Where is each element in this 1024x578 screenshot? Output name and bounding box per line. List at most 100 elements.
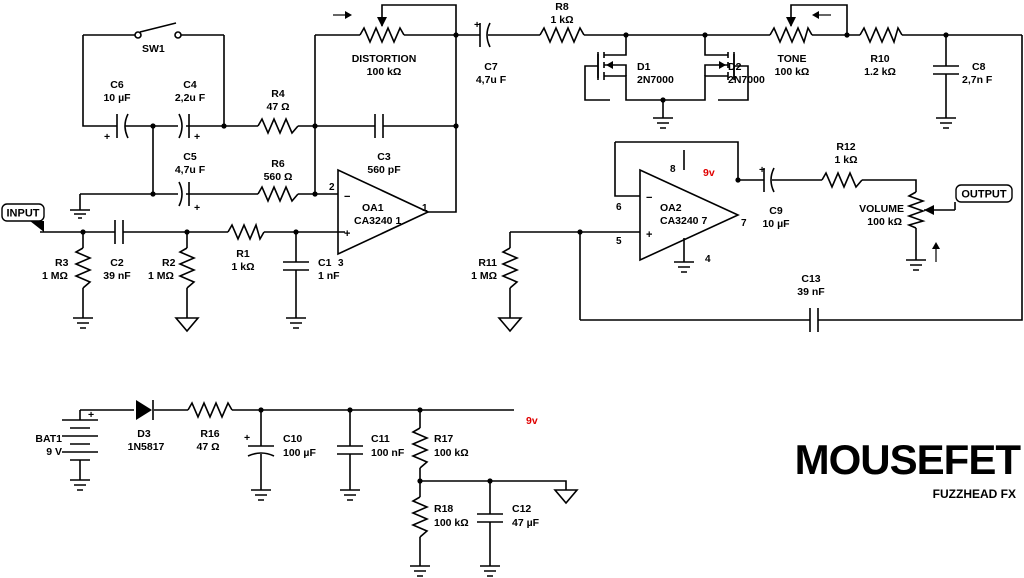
volume-value: 100 kΩ [867,216,902,228]
pot-volume-arrow [924,205,934,215]
plus-mark: + [88,409,94,421]
distortion-ref: DISTORTION [352,53,417,65]
capacitors [114,22,959,523]
resistor-r8 [539,25,585,45]
plus-mark: + [244,432,250,444]
bat1-ref: BAT1 [35,433,62,445]
r1-ref: R1 [236,248,250,260]
c5-ref: C5 [183,151,197,163]
wires [40,4,1023,566]
pot-tone [769,25,813,45]
r2-ref: R2 [162,257,176,269]
input-label: INPUT [7,208,40,220]
resistor-r2 [177,247,197,289]
supply-label-oa2: 9v [703,167,715,179]
c10-value: 100 µF [283,447,316,459]
sw1-label: SW1 [142,43,165,55]
pot-distortion-wiper [377,17,387,27]
resistor-r17 [410,427,430,469]
ground-icon [70,209,90,219]
oa1-ref: OA1 [362,202,384,214]
c4-ref: C4 [183,79,197,91]
brand-subtitle: FUZZHEAD FX [933,487,1016,501]
r8-ref: R8 [555,1,569,13]
pin-label: 4 [705,254,711,265]
pin-label: 6 [616,202,622,213]
c2-value: 39 nF [103,270,131,282]
pin-label: 5 [616,236,622,247]
pot-distortion [359,25,405,45]
resistor-r12 [821,170,863,190]
resistor-r11 [500,247,520,289]
plus-mark: + [344,228,350,240]
r17-value: 100 kΩ [434,447,469,459]
ground-icon [286,317,306,329]
ground-icon [174,317,200,333]
c13-value: 39 nF [797,286,825,298]
arrow-right-icon [333,11,352,19]
arrows [333,11,940,262]
pin-label: 8 [670,164,676,175]
minus-mark: − [344,191,350,203]
r16-ref: R16 [200,428,219,440]
r10-ref: R10 [870,53,889,65]
r12-value: 1 kΩ [834,154,857,166]
cap-c6-curve [124,113,129,139]
resistor-r10 [859,25,903,45]
ground-icon [553,489,579,505]
c7-ref: C7 [484,61,498,73]
c12-ref: C12 [512,503,531,515]
c9-ref: C9 [769,205,783,217]
diode-d3 [136,400,154,420]
ground-icon [410,565,430,577]
volume-ref: VOLUME [859,203,904,215]
c1-ref: C1 [318,257,332,269]
supply-label-rail: 9v [526,415,538,427]
c6-ref: C6 [110,79,124,91]
pin-label: 1 [422,203,428,214]
switch-sw1 [134,22,182,39]
r1-value: 1 kΩ [231,261,254,273]
cap-c7-curve [486,22,491,48]
c7-value: 4,7u F [476,74,507,86]
mosfet-d2 [704,52,735,80]
plus-mark: + [194,131,200,143]
ground-icon [674,261,694,273]
plus-mark: + [474,19,480,31]
pin-numbers: 2 1 3 8 6 5 7 4 [329,164,747,269]
ground-icon [936,117,956,129]
c6-value: 10 µF [103,92,131,104]
r12-ref: R12 [836,141,855,153]
c10-ref: C10 [283,433,302,445]
component-labels: SW1 C6 10 µF C4 2,2u F C5 4,7u F R4 47 Ω… [35,1,993,529]
resistor-r16 [187,400,233,420]
oa2-part: CA3240 7 [660,215,707,227]
c11-value: 100 nF [371,447,405,459]
plus-mark: + [646,229,652,241]
d1-ref: D1 [637,61,651,73]
c1-value: 1 nF [318,270,340,282]
resistor-r4 [257,116,299,136]
d3-part: 1N5817 [128,441,165,453]
minus-mark: − [646,192,652,204]
pin-label: 2 [329,182,335,193]
resistor-r6 [257,184,299,204]
r17-ref: R17 [434,433,453,445]
cap-c10-curve [247,452,275,457]
d2-ref: D2 [728,61,742,73]
ground-icon [73,317,93,329]
ground-icon [70,479,90,491]
r11-value: 1 MΩ [471,270,497,282]
input-port: INPUT [1,203,45,232]
r16-value: 47 Ω [196,441,219,453]
c8-value: 2,7n F [962,74,993,86]
r8-value: 1 kΩ [550,14,573,26]
ground-icon [480,565,500,577]
resistor-r1 [227,222,265,242]
c9-value: 10 µF [762,218,790,230]
cap-c9-curve [770,167,775,193]
plus-mark: + [759,164,765,176]
output-label: OUTPUT [961,189,1007,201]
grounds [70,117,956,577]
